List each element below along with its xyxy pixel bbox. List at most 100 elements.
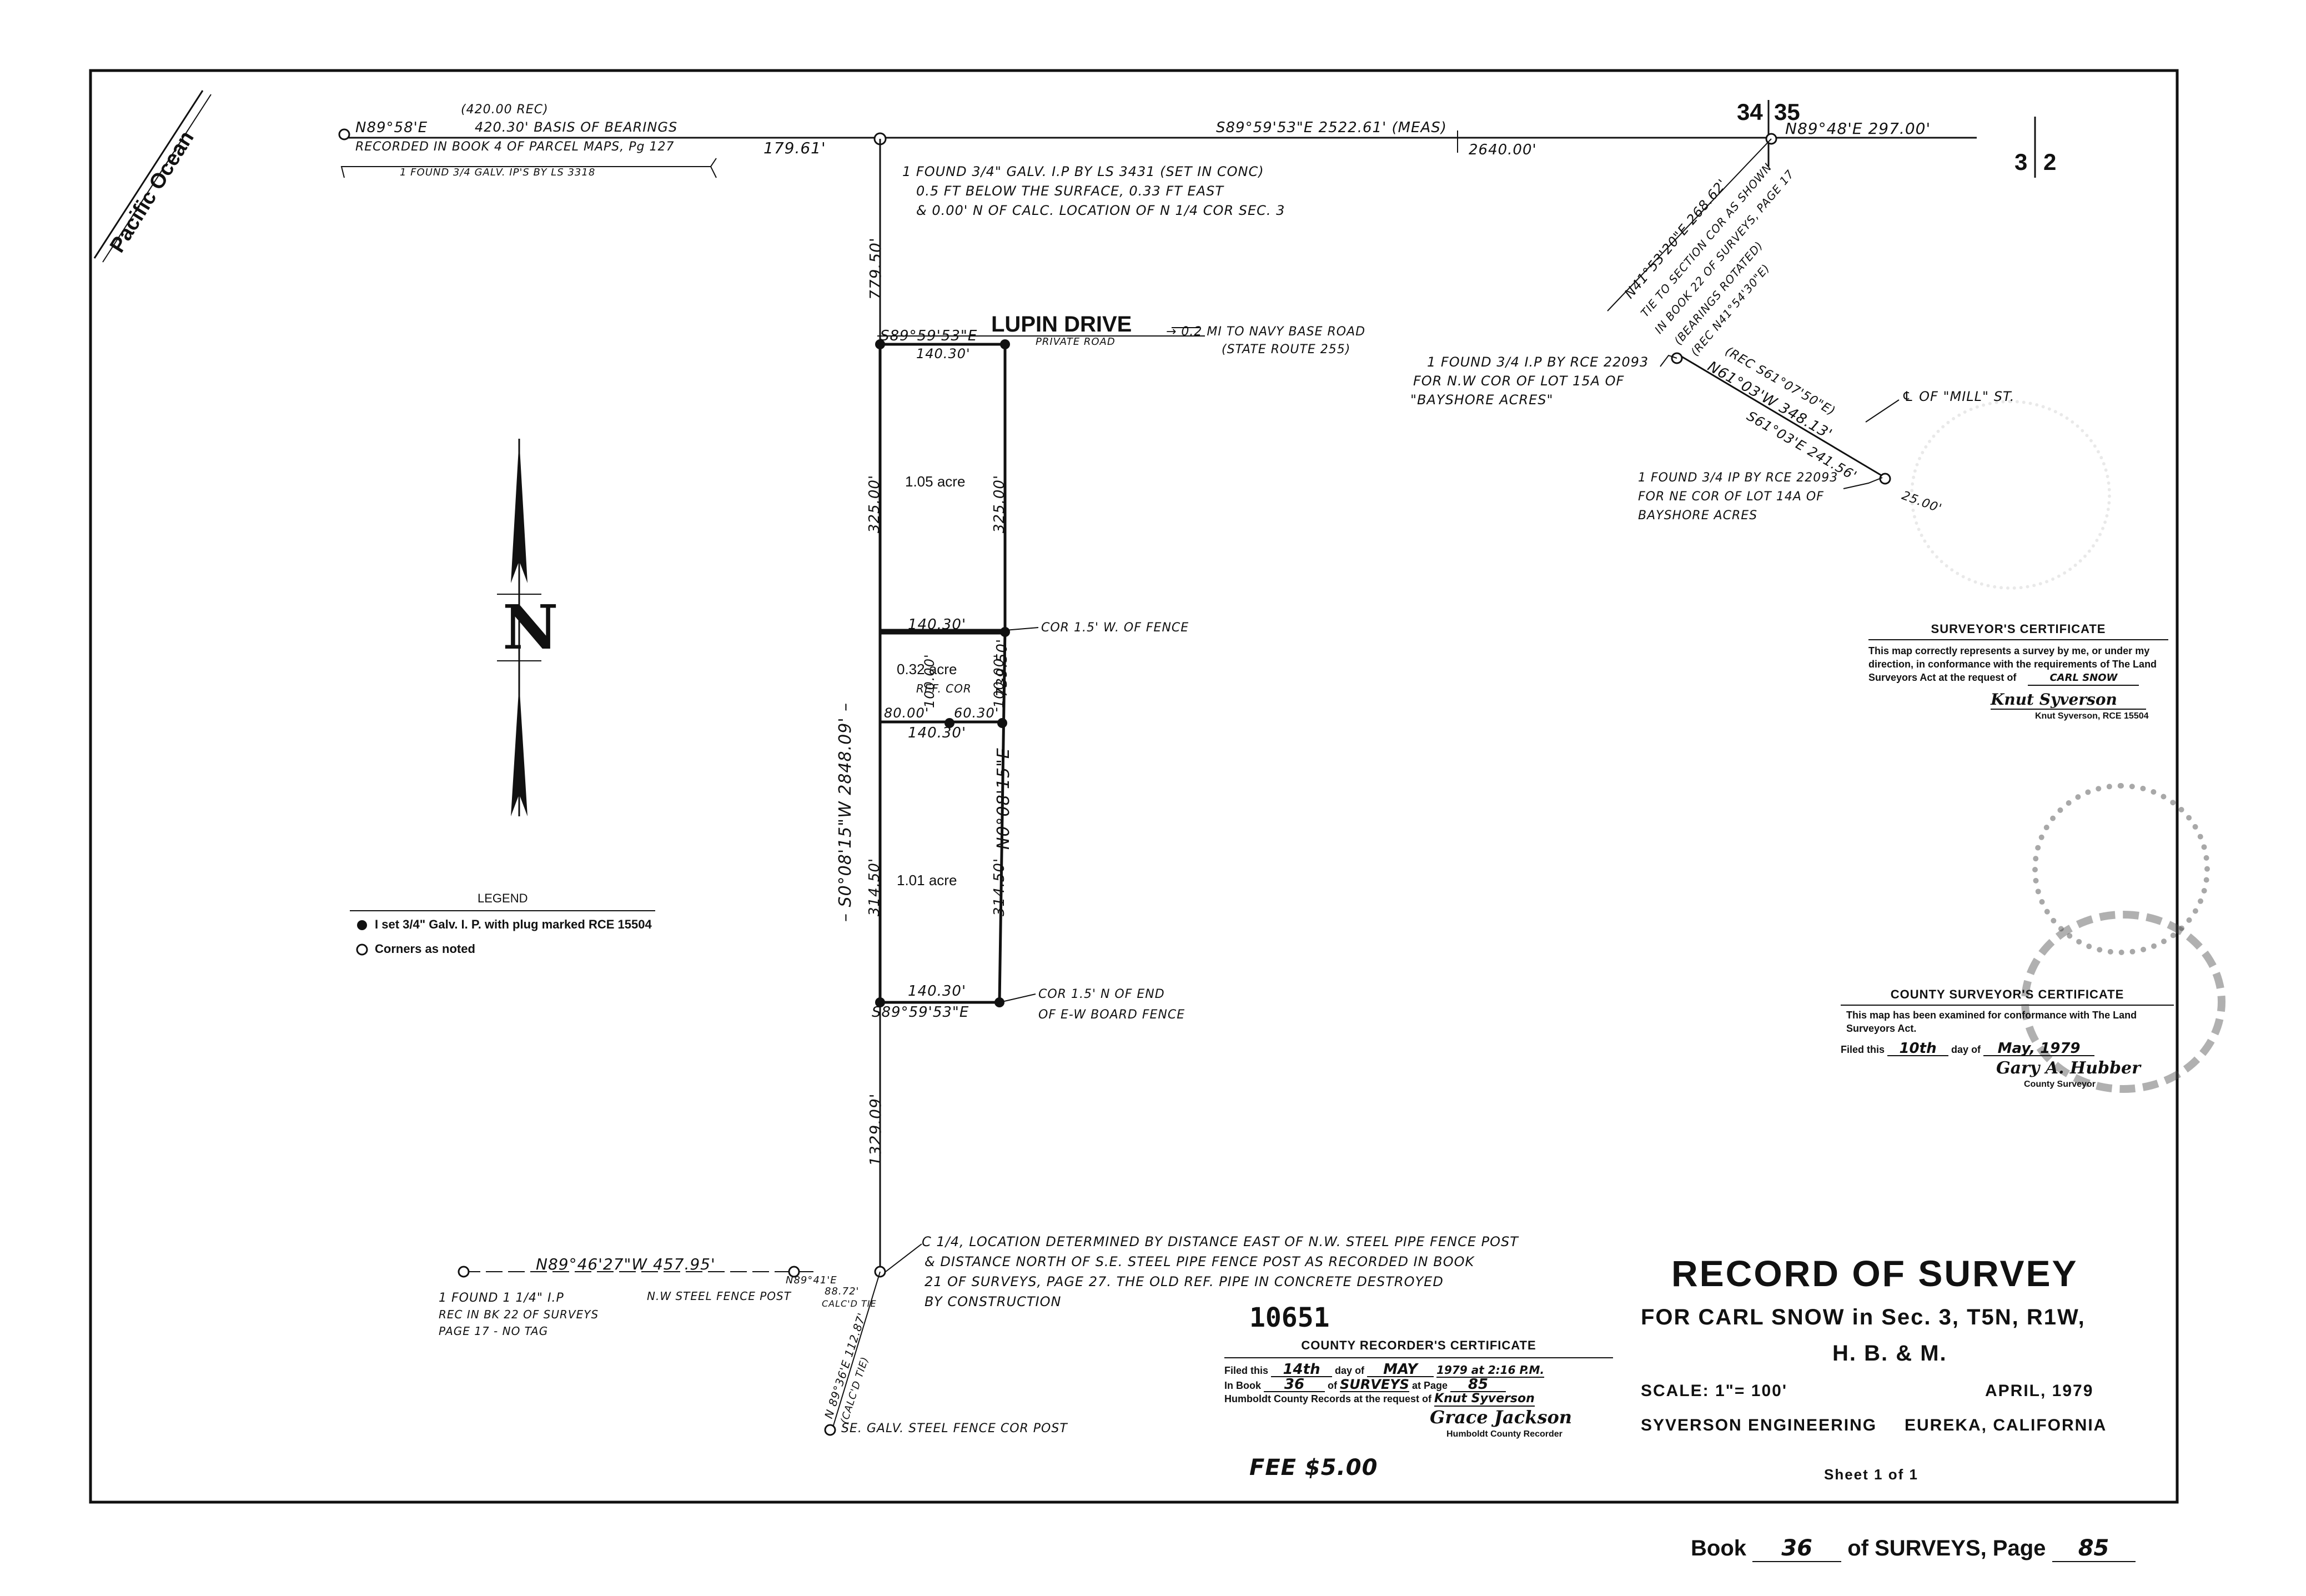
west-bearing-long: – S0°08'15"W 2848.09' –	[836, 702, 855, 922]
survey-subtitle: FOR CARL SNOW in Sec. 3, T5N, R1W,	[1641, 1305, 2086, 1329]
c-quarter-note-1: C 1/4, LOCATION DETERMINED BY DISTANCE E…	[922, 1234, 1519, 1249]
recorder-signature: Grace Jackson	[1430, 1407, 1572, 1428]
c-quarter-note-3: 21 OF SURVEYS, PAGE 27. THE OLD REF. PIP…	[925, 1274, 1444, 1289]
county-surveyor-cert-title: COUNTY SURVEYOR'S CERTIFICATE	[1890, 987, 2124, 1001]
section-number: 34	[1737, 99, 1763, 125]
acre-middle: 0.32 acre	[897, 661, 957, 677]
c-quarter-note-2: & DISTANCE NORTH OF S.E. STEEL PIPE FENC…	[925, 1254, 1475, 1269]
side-314-east: 314.50'	[991, 857, 1008, 916]
day-of-label: day of	[1951, 1044, 1981, 1055]
survey-scale: SCALE: 1"= 100'	[1641, 1382, 1787, 1400]
road-bearing: S89°59'53"E	[880, 328, 978, 344]
bayshore-found-nw-1: 1 FOUND 3/4 I.P BY RCE 22093	[1427, 354, 1649, 370]
road-name: LUPIN DRIVE	[991, 312, 1132, 337]
in-book-label: In Book	[1224, 1380, 1261, 1391]
recorder-role: Humboldt County Recorder	[1446, 1429, 1563, 1439]
fee: FEE $5.00	[1249, 1455, 1378, 1480]
nw-post-marker	[788, 1266, 800, 1278]
recorder-book-number: 36	[1264, 1377, 1325, 1392]
recorder-filed: Filed this 14th day of MAY 1979 at 2:16 …	[1224, 1362, 1613, 1378]
filed-this-label: Filed this	[1841, 1044, 1885, 1055]
book-page: 85	[2052, 1535, 2136, 1562]
book-line: Book 36 of SURVEYS, Page 85	[1691, 1535, 2136, 1562]
recorder-request: Humboldt County Records at the request o…	[1224, 1392, 1613, 1407]
leader-line	[1843, 477, 1883, 489]
bayshore-found-ne-2: FOR NE COR OF LOT 14A OF	[1638, 490, 1824, 504]
legend-item-1: I set 3/4" Galv. I. P. with plug marked …	[375, 917, 652, 931]
section-number: 2	[2043, 149, 2057, 175]
dist-179: 179.61'	[763, 139, 826, 157]
cor-fence-note: COR 1.5' W. OF FENCE	[1041, 621, 1189, 635]
calc-tie: CALC'D TIE	[822, 1298, 877, 1309]
county-surveyor-filed: Filed this 10th day of May, 1979	[1841, 1041, 2174, 1056]
coast-line	[93, 90, 204, 259]
north-arrow-letter: N	[503, 591, 559, 663]
parcel-map-reference: RECORDED IN BOOK 4 OF PARCEL MAPS, Pg 12…	[355, 140, 675, 154]
filed-this-label: Filed this	[1224, 1365, 1269, 1376]
recorder-book: In Book 36 of SURVEYS at Page 85	[1224, 1377, 1613, 1392]
document-number: 10651	[1249, 1302, 1330, 1333]
surveyor-cert-line: direction, in conformance with the requi…	[1868, 659, 2157, 670]
recorder-type: SURVEYS	[1340, 1377, 1409, 1392]
dist-1329: 1329.09'	[866, 1093, 885, 1166]
bottom-found-ip-1: 1 FOUND 1 1/4" I.P	[439, 1291, 564, 1305]
split-60: 60.30'	[954, 705, 999, 721]
sheet-number: Sheet 1 of 1	[1824, 1466, 1918, 1483]
side-100-west: 100.00'	[922, 654, 937, 708]
survey-meridian: H. B. & M.	[1832, 1341, 1947, 1366]
nw-post-label: N.W STEEL FENCE POST	[647, 1289, 791, 1303]
legend-open-dot	[356, 943, 368, 956]
mill-st-label: ℄ OF "MILL" ST.	[1902, 389, 2015, 404]
found-ip-marker	[458, 1266, 470, 1278]
leader-line	[885, 1243, 922, 1272]
legend-title: LEGEND	[478, 891, 528, 905]
county-surveyor-role: County Surveyor	[2024, 1080, 2096, 1089]
south-bearing: S89°59'53"E	[872, 1004, 969, 1021]
west-corner-marker	[338, 128, 350, 140]
survey-location: EUREKA, CALIFORNIA	[1905, 1416, 2107, 1434]
surveyor-request-of: CARL SNOW	[2028, 671, 2139, 686]
surveyor-cert-line: Surveyors Act at the request of CARL SNO…	[1868, 671, 2168, 686]
arrow-bracket	[340, 166, 350, 178]
road-to-navy: → 0.2 MI TO NAVY BASE ROAD	[1166, 325, 1366, 339]
east-bearing-long: N0°08'15"E	[994, 747, 1013, 850]
survey-title: RECORD OF SURVEY	[1671, 1253, 2078, 1294]
bottom-found-ip-3: PAGE 17 - NO TAG	[439, 1324, 549, 1338]
survey-date: APRIL, 1979	[1985, 1382, 2094, 1400]
county-surveyor-day: 10th	[1887, 1041, 1949, 1056]
tie-line	[1607, 138, 1772, 312]
parcel-width-bottom: 140.30'	[908, 983, 967, 1000]
bayshore-found-nw-3: "BAYSHORE ACRES"	[1410, 392, 1554, 408]
dist-779: 779.50'	[866, 237, 885, 300]
west-bearing: N89°58'E	[355, 119, 428, 136]
recorder-day: 14th	[1271, 1362, 1333, 1377]
se-post-marker	[824, 1424, 836, 1436]
west-distance: 420.30' BASIS OF BEARINGS	[475, 119, 678, 135]
recorder-request-of: Knut Syverson	[1434, 1392, 1535, 1407]
county-surveyor-month-year: May, 1979	[1983, 1041, 2095, 1056]
c-quarter-note-4: BY CONSTRUCTION	[925, 1294, 1062, 1309]
acre-south: 1.01 acre	[897, 872, 957, 889]
bayshore-found-ne-3: BAYSHORE ACRES	[1638, 509, 1758, 523]
parcel-north	[878, 343, 1007, 632]
survey-firm: SYVERSON ENGINEERING	[1641, 1416, 1877, 1434]
book-number: 36	[1752, 1535, 1842, 1562]
small-bearing: N89°41'E	[786, 1274, 837, 1286]
n-quarter-note-2: 0.5 FT BELOW THE SURFACE, 0.33 FT EAST	[916, 183, 1224, 199]
at-page-label: at Page	[1411, 1380, 1448, 1391]
county-surveyor-cert-line: Surveyors Act.	[1846, 1023, 1917, 1034]
bottom-found-ip-2: REC IN BK 22 OF SURVEYS	[439, 1308, 599, 1321]
recorder-month: MAY	[1367, 1362, 1434, 1377]
n-quarter-note-3: & 0.00' N OF CALC. LOCATION OF N 1/4 COR…	[916, 203, 1285, 218]
found-ip-note: 1 FOUND 3/4 GALV. IP'S BY LS 3318	[400, 167, 596, 178]
day-of-label: day of	[1335, 1365, 1365, 1376]
corner-set-ip	[875, 339, 885, 349]
corner-set-ip	[875, 997, 885, 1007]
se-post-label: SE. GALV. STEEL FENCE COR POST	[841, 1422, 1068, 1436]
section-number: 3	[2014, 149, 2028, 175]
small-dist: 88.72'	[825, 1286, 860, 1297]
book-label: Book	[1691, 1536, 1746, 1560]
section-number: 35	[1774, 99, 1800, 125]
coast-line	[102, 94, 212, 263]
